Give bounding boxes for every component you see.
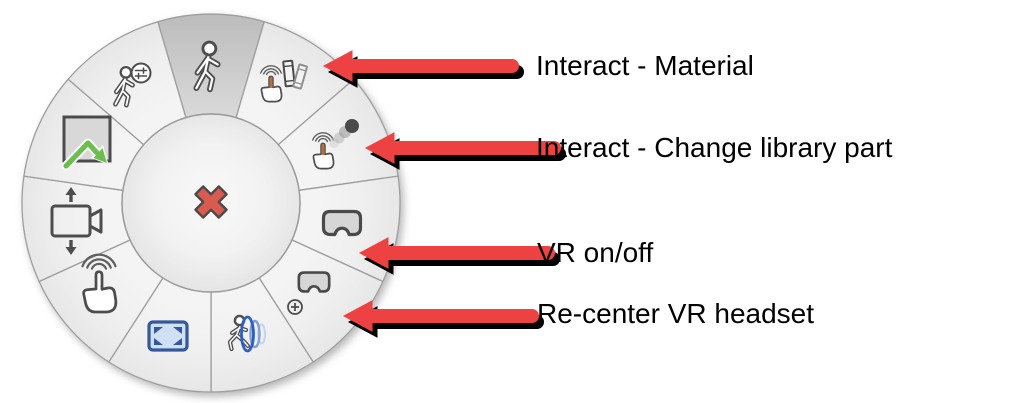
- fullscreen-corners-icon: [147, 320, 189, 352]
- annotation-label-interact-change-library-part: Interact - Change library part: [536, 132, 893, 163]
- camera-up-down-arrows-icon: [50, 187, 103, 255]
- vr-goggles-plus-icon: [287, 271, 331, 315]
- walking-person-sliders-icon: [115, 62, 152, 106]
- annotation-label-vr-on-off: VR on/off: [537, 237, 654, 268]
- annotation-label-interact-material: Interact - Material: [536, 50, 754, 81]
- person-through-portal-icon: [227, 314, 267, 353]
- hand-tap-books-icon: [260, 59, 308, 103]
- square-green-arrow-icon: [61, 115, 112, 171]
- hand-tap-moving-dot-icon: [312, 119, 359, 170]
- close-x-icon[interactable]: [188, 179, 235, 226]
- annotation-label-recenter-vr-headset: Re-center VR headset: [537, 298, 815, 329]
- radial-menu: [21, 13, 401, 393]
